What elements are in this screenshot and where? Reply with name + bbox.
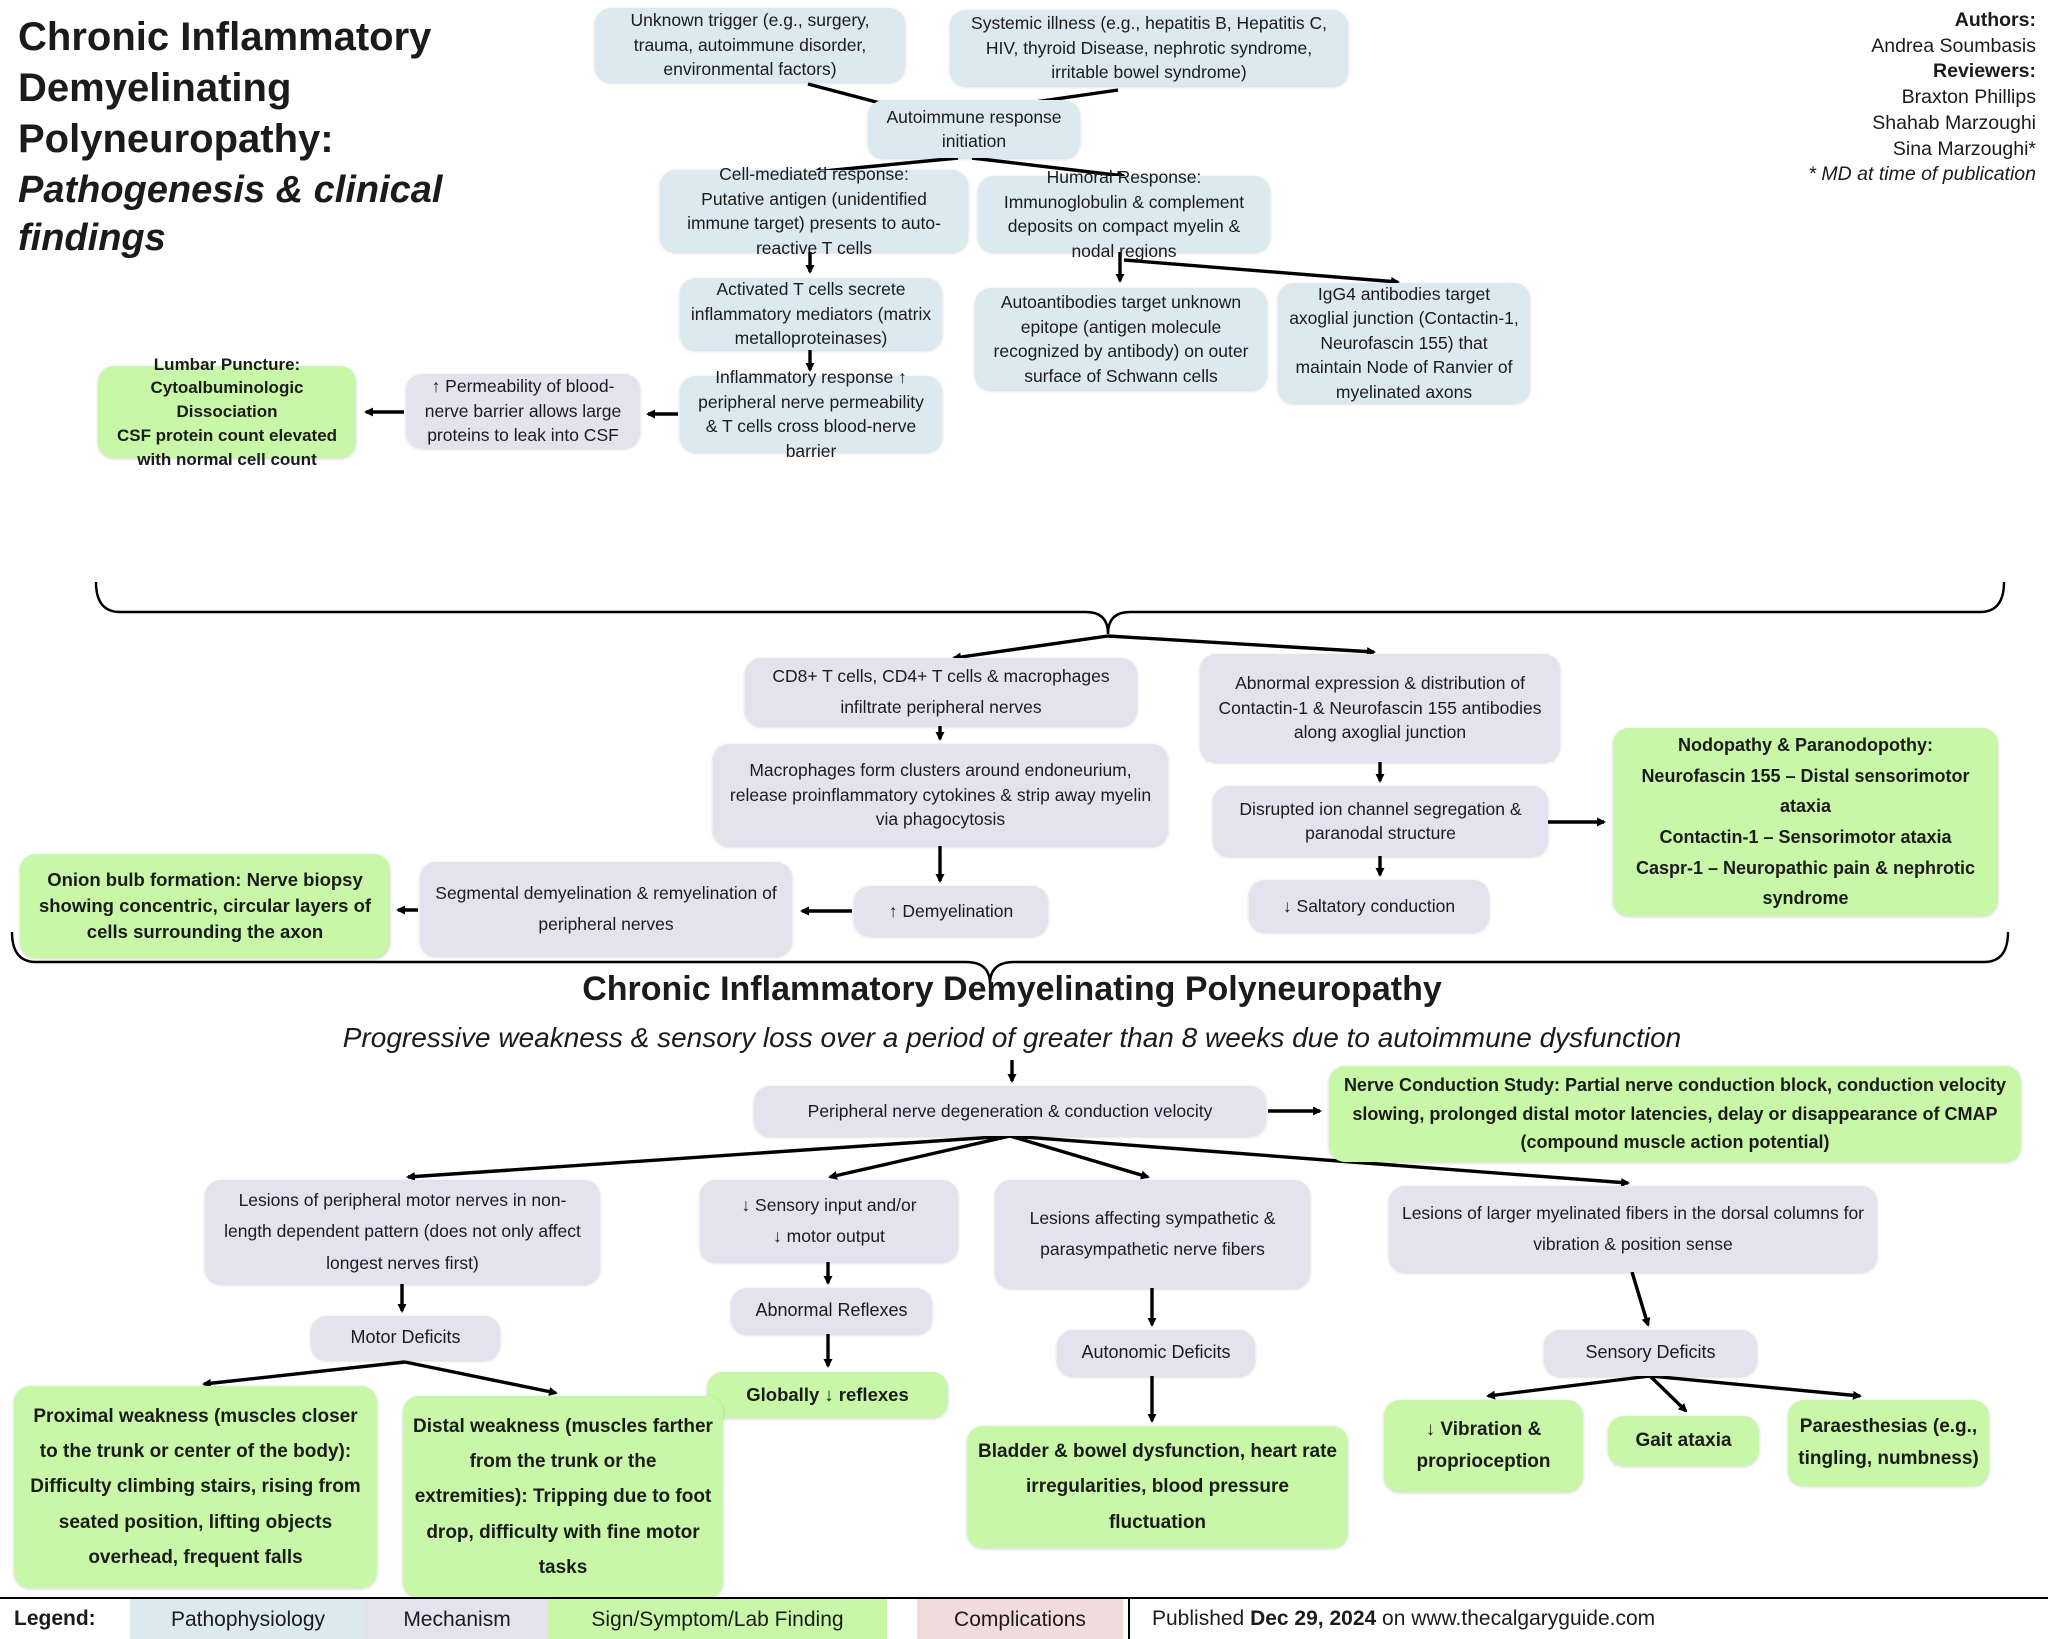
node-decreased-vibration-proprioception: ↓ Vibration & proprioception	[1384, 1400, 1583, 1492]
credits-block: Authors: Andrea Soumbasis Reviewers: Bra…	[1396, 8, 2036, 188]
node-inflammatory-response: Inflammatory response ↑ peripheral nerve…	[680, 367, 942, 461]
node-autonomic-deficits: Autonomic Deficits	[1057, 1330, 1255, 1376]
node-motor-deficits: Motor Deficits	[311, 1316, 500, 1360]
node-paraesthesias: Paraesthesias (e.g., tingling, numbness)	[1788, 1400, 1989, 1486]
node-autoantibodies: Autoantibodies target unknown epitope (a…	[975, 288, 1267, 390]
node-lesions-motor-nerves: Lesions of peripheral motor nerves in no…	[205, 1180, 600, 1284]
node-sensory-deficits: Sensory Deficits	[1544, 1330, 1757, 1376]
node-sensory-input-motor-output: ↓ Sensory input and/or ↓ motor output	[700, 1180, 958, 1262]
node-globally-decreased-reflexes: Globally ↓ reflexes	[707, 1372, 948, 1418]
credits-note: * MD at time of publication	[1808, 163, 2036, 186]
legend-divider	[1128, 1599, 1130, 1639]
node-igg4-antibodies: IgG4 antibodies target axoglial junction…	[1278, 283, 1530, 403]
node-proximal-weakness: Proximal weakness (muscles closer to the…	[14, 1386, 377, 1588]
node-distal-weakness: Distal weakness (muscles farther from th…	[403, 1396, 723, 1598]
node-nerve-conduction-study: Nerve Conduction Study: Partial nerve co…	[1329, 1066, 2021, 1162]
node-permeability-blood-nerve-barrier: ↑ Permeability of blood-nerve barrier al…	[406, 374, 640, 448]
legend-label: Legend:	[14, 1607, 96, 1630]
legend-pathophysiology: Pathophysiology	[130, 1599, 366, 1639]
node-macrophage-clusters: Macrophages form clusters around endoneu…	[713, 744, 1168, 846]
node-lesions-sympathetic: Lesions affecting sympathetic & parasymp…	[995, 1180, 1310, 1288]
reviewers-label: Reviewers:	[1933, 60, 2036, 83]
node-gait-ataxia: Gait ataxia	[1608, 1416, 1759, 1466]
node-disrupted-ion-channel: Disrupted ion channel segregation & para…	[1213, 786, 1548, 856]
title-line2: Demyelinating Polyneuropathy:	[18, 66, 334, 162]
authors-label: Authors:	[1954, 9, 2036, 31]
author-name: Andrea Soumbasis	[1871, 34, 2036, 57]
cidp-heading: Chronic Inflammatory Demyelinating Polyn…	[582, 970, 1442, 1008]
reviewer-name: Braxton Phillips	[1901, 86, 2036, 109]
legend-complications: Complications	[917, 1599, 1123, 1639]
node-nodopathy-paranodopothy: Nodopathy & Paranodopothy: Neurofascin 1…	[1613, 728, 1998, 916]
node-unknown-trigger: Unknown trigger (e.g., surgery, trauma, …	[595, 8, 905, 82]
node-cell-mediated-response: Cell-mediated response: Putative antigen…	[660, 164, 968, 258]
node-segmental-demyelination: Segmental demyelination & remyelination …	[420, 862, 792, 956]
node-lesions-myelinated-fibers: Lesions of larger myelinated fibers in t…	[1389, 1186, 1877, 1272]
node-onion-bulb-formation: Onion bulb formation: Nerve biopsy showi…	[20, 854, 390, 958]
legend-bar: Legend: Pathophysiology Mechanism Sign/S…	[0, 1597, 2048, 1639]
node-cd8-t-cells: CD8+ T cells, CD4+ T cells & macrophages…	[745, 658, 1137, 726]
published-line: Published Dec 29, 2024 on www.thecalgary…	[1152, 1607, 1656, 1630]
node-abnormal-reflexes: Abnormal Reflexes	[731, 1288, 932, 1334]
node-autoimmune-initiation: Autoimmune response initiation	[868, 100, 1080, 158]
title-line1: Chronic Inflammatory	[18, 15, 432, 59]
node-abnormal-expression: Abnormal expression & distribution of Co…	[1200, 654, 1560, 762]
node-lumbar-puncture: Lumbar Puncture: Cytoalbuminologic Disso…	[98, 355, 356, 469]
title-subtitle: Pathogenesis & clinical findings	[18, 168, 443, 260]
node-saltatory-conduction: ↓ Saltatory conduction	[1249, 880, 1489, 932]
legend-mechanism: Mechanism	[366, 1599, 548, 1639]
node-bladder-bowel-dysfunction: Bladder & bowel dysfunction, heart rate …	[967, 1426, 1348, 1548]
node-systemic-illness: Systemic illness (e.g., hepatitis B, Hep…	[950, 10, 1348, 86]
page-title: Chronic Inflammatory Demyelinating Polyn…	[18, 12, 578, 263]
node-humoral-response: Humoral Response: Immunoglobulin & compl…	[978, 167, 1270, 261]
node-peripheral-nerve-degeneration: Peripheral nerve degeneration & conducti…	[754, 1086, 1266, 1136]
reviewer-name: Sina Marzoughi*	[1892, 137, 2036, 160]
reviewer-name: Shahab Marzoughi	[1872, 111, 2036, 134]
node-demyelination: ↑ Demyelination	[854, 886, 1048, 936]
node-activated-t-cells: Activated T cells secrete inflammatory m…	[680, 278, 942, 350]
cidp-subheading: Progressive weakness & sensory loss over…	[342, 1022, 1682, 1053]
legend-sign-symptom: Sign/Symptom/Lab Finding	[548, 1599, 887, 1639]
